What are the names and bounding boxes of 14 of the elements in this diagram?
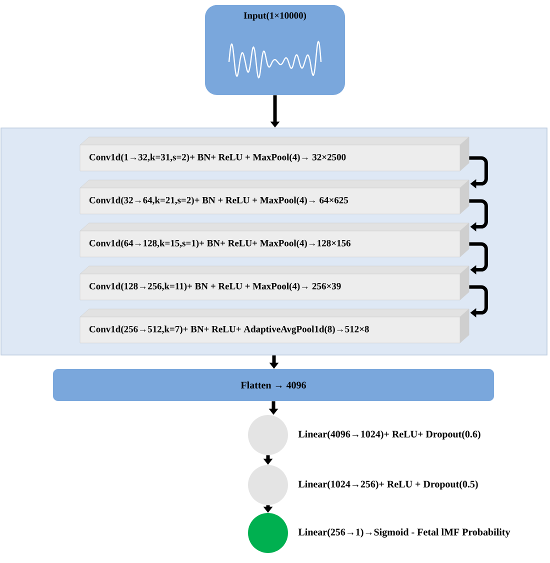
layer-bar: Flatten → 4096 bbox=[53, 369, 494, 401]
layer-block: Conv1d(128→256,k=11)+ BN + ReLU + MaxPool(4)→ 256×39 bbox=[80, 266, 470, 300]
layer-label: Linear(256→1)→Sigmoid - Fetal lMF Probability bbox=[298, 528, 510, 538]
layer-block: Conv1d(256→512,k=7)+ BN+ ReLU+ AdaptiveAvgPool1d(8)→512×8 bbox=[80, 308, 470, 344]
layer-block: Conv1d(1→32,k=31,s=2)+ BN+ ReLU + MaxPool(4)→ 32×2500 bbox=[80, 136, 470, 172]
input-box: Input(1×10000) bbox=[205, 5, 345, 95]
layer-block: Conv1d(32→64,k=21,s=2)+ BN + ReLU + MaxPool(4)→ 64×625 bbox=[80, 180, 470, 214]
arrow bbox=[469, 285, 488, 318]
arrow bbox=[469, 199, 488, 232]
layer-block: Conv1d(64→128,k=15,s=1)+ BN+ ReLU+ MaxPool(4)→128×156 bbox=[80, 222, 470, 258]
layer-label: Linear(1024→256)+ ReLU + Dropout(0.5) bbox=[298, 480, 478, 490]
arrow bbox=[469, 242, 488, 274]
arrow bbox=[469, 156, 488, 188]
layer-label: Linear(4096→1024)+ ReLU+ Dropout(0.6) bbox=[298, 430, 480, 440]
